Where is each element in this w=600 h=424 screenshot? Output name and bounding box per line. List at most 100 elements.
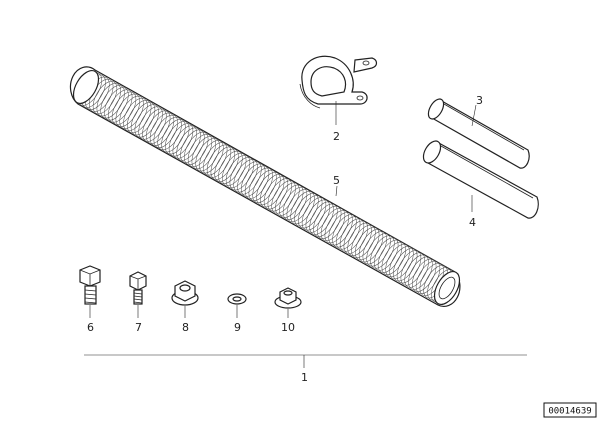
- washer: [227, 293, 247, 305]
- hose-rib: [282, 186, 308, 220]
- hose-rib: [339, 218, 365, 252]
- hose-rib: [362, 231, 387, 265]
- hose-rib: [298, 195, 323, 229]
- callout-8: 8: [182, 321, 189, 334]
- hose-rib: [203, 142, 228, 176]
- hose-rib: [313, 203, 338, 237]
- hose-rib: [195, 138, 220, 172]
- callout-labels: 2 3 4 5 6 7 8 9 10 1: [87, 94, 483, 384]
- hose-rib: [130, 102, 156, 136]
- hose-rib: [96, 83, 121, 117]
- hose-rib: [400, 252, 425, 286]
- hose-rib: [233, 159, 258, 193]
- collar-nut: [274, 287, 302, 309]
- callout-9: 9: [234, 321, 241, 334]
- flange-nut: [171, 280, 199, 306]
- callout-4: 4: [469, 216, 476, 229]
- hose-rib: [290, 191, 315, 225]
- hose-rib: [218, 150, 243, 184]
- hose-rib: [180, 129, 205, 163]
- hose-rib: [336, 216, 361, 250]
- hose-rib: [104, 87, 129, 121]
- hose-rib: [355, 227, 380, 261]
- hose-rib: [412, 258, 437, 292]
- hose-rib: [267, 178, 292, 212]
- hose-rib: [415, 260, 441, 294]
- hose-rib: [123, 98, 148, 131]
- hose-rib: [191, 136, 216, 170]
- hose-rib: [244, 165, 270, 199]
- hose-clamp: [299, 55, 378, 109]
- hose-rib: [294, 193, 319, 227]
- hose-rib: [187, 134, 213, 167]
- hose-rib: [286, 189, 311, 222]
- callout-3: 3: [476, 94, 483, 107]
- hose-rib: [252, 169, 277, 203]
- hose-rib: [161, 119, 186, 153]
- hose-rib: [199, 140, 224, 174]
- hose-rib: [343, 220, 368, 254]
- hose-rib: [366, 233, 391, 267]
- hose-rib: [408, 256, 433, 290]
- hose-rib: [119, 95, 144, 129]
- hose-rib: [404, 254, 429, 288]
- hose-rib: [389, 246, 414, 280]
- hose-rib: [184, 131, 209, 165]
- hose-rib: [92, 81, 118, 115]
- sleeve-short: [427, 98, 530, 169]
- hose-rib: [260, 174, 285, 208]
- hose-rib: [176, 127, 201, 161]
- document-id: 00014639: [548, 407, 591, 417]
- hose-rib: [142, 108, 167, 142]
- hose-rib: [381, 241, 406, 275]
- hose-rib: [256, 172, 281, 206]
- hose-rib: [149, 112, 175, 146]
- hose-rib: [146, 110, 171, 144]
- hose-rib: [374, 237, 399, 271]
- hose-rib: [157, 117, 182, 150]
- hose-rib: [279, 184, 304, 218]
- corrugated-hose: [69, 66, 461, 308]
- hose-rib: [328, 212, 353, 246]
- hose-rib: [377, 239, 403, 273]
- callout-1: 1: [301, 371, 308, 384]
- hose-rib: [241, 163, 266, 197]
- hose-rib: [225, 155, 251, 189]
- hose-rib: [305, 199, 330, 233]
- callout-5: 5: [333, 174, 340, 187]
- hose-rib: [320, 208, 346, 241]
- hose-rib: [347, 222, 372, 256]
- hose-rib: [100, 85, 125, 119]
- hose-rib: [358, 229, 384, 263]
- hose-rib: [370, 235, 395, 269]
- hose-rib: [301, 197, 327, 231]
- hose-rib: [111, 91, 137, 125]
- hose-rib: [271, 180, 296, 214]
- leader-lines: [84, 101, 527, 368]
- document-id-box: 00014639: [543, 402, 597, 418]
- callout-6: 6: [87, 321, 94, 334]
- hose-rib: [153, 114, 178, 148]
- hose-rib: [127, 100, 152, 134]
- hose-rib: [263, 176, 289, 210]
- hose-rib: [324, 210, 349, 244]
- callout-10: 10: [281, 321, 295, 334]
- hose-rib: [393, 248, 418, 282]
- callout-2: 2: [333, 130, 340, 143]
- hose-rib: [210, 146, 235, 180]
- hose-rib: [222, 153, 247, 186]
- hose-rib: [165, 121, 190, 155]
- callout-7: 7: [135, 321, 142, 334]
- hose-rib: [108, 89, 133, 123]
- hose-rib: [317, 205, 342, 239]
- hose-rib: [134, 104, 159, 138]
- hose-rib: [351, 225, 376, 258]
- hose-rib: [115, 93, 140, 127]
- sleeve-long: [422, 140, 539, 219]
- hose-rib: [229, 157, 254, 191]
- hose-rib: [214, 148, 239, 182]
- hose-rib: [168, 123, 194, 157]
- hose-rib: [396, 250, 422, 284]
- hose-rib: [385, 244, 410, 277]
